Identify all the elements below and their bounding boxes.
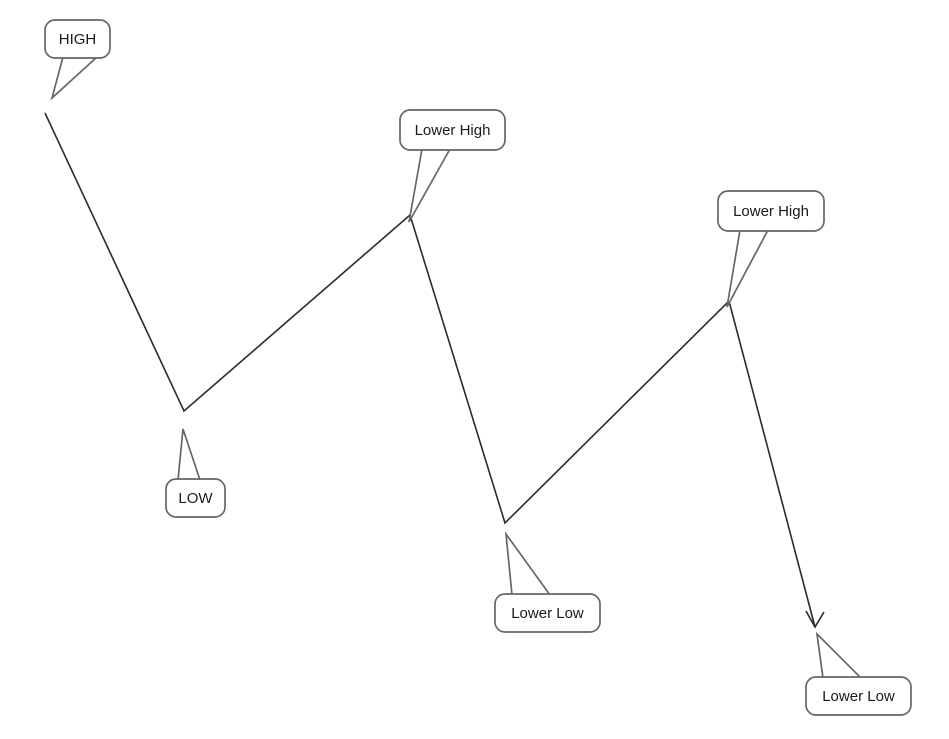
callout-tail-lower-high-1 xyxy=(408,148,452,223)
callout-label-high: HIGH xyxy=(59,31,97,48)
callout-lower-low-1[interactable]: Lower Low xyxy=(494,530,601,633)
callout-label-lower-low-2: Lower Low xyxy=(822,688,895,705)
callout-box-lower-low-2[interactable] xyxy=(805,676,912,716)
callout-tail-lower-low-1 xyxy=(504,530,552,596)
callout-label-low: LOW xyxy=(178,490,213,507)
callout-box-lower-low-1[interactable] xyxy=(494,593,601,633)
callout-tail-lower-high-2 xyxy=(726,229,770,308)
callout-box-high[interactable] xyxy=(44,19,111,59)
trend-line xyxy=(44,112,816,628)
callout-lower-high-2[interactable]: Lower High xyxy=(717,190,825,308)
callout-label-lower-high-1: Lower High xyxy=(415,122,491,139)
callout-box-lower-high-2[interactable] xyxy=(717,190,825,232)
callout-lower-high-1[interactable]: Lower High xyxy=(399,109,506,223)
callout-tail-low xyxy=(177,428,202,481)
trend-arrow-head xyxy=(805,610,825,629)
callout-box-low[interactable] xyxy=(165,478,226,518)
callout-low[interactable]: LOW xyxy=(165,428,226,518)
callout-high[interactable]: HIGH xyxy=(44,19,111,101)
callout-tail-high xyxy=(50,56,100,101)
trend-line-group xyxy=(44,112,825,629)
callout-label-lower-high-2: Lower High xyxy=(733,203,809,220)
callout-box-lower-high-1[interactable] xyxy=(399,109,506,151)
callout-tail-lower-low-2 xyxy=(815,631,864,679)
callout-label-lower-low-1: Lower Low xyxy=(511,605,584,622)
callout-lower-low-2[interactable]: Lower Low xyxy=(805,631,912,716)
